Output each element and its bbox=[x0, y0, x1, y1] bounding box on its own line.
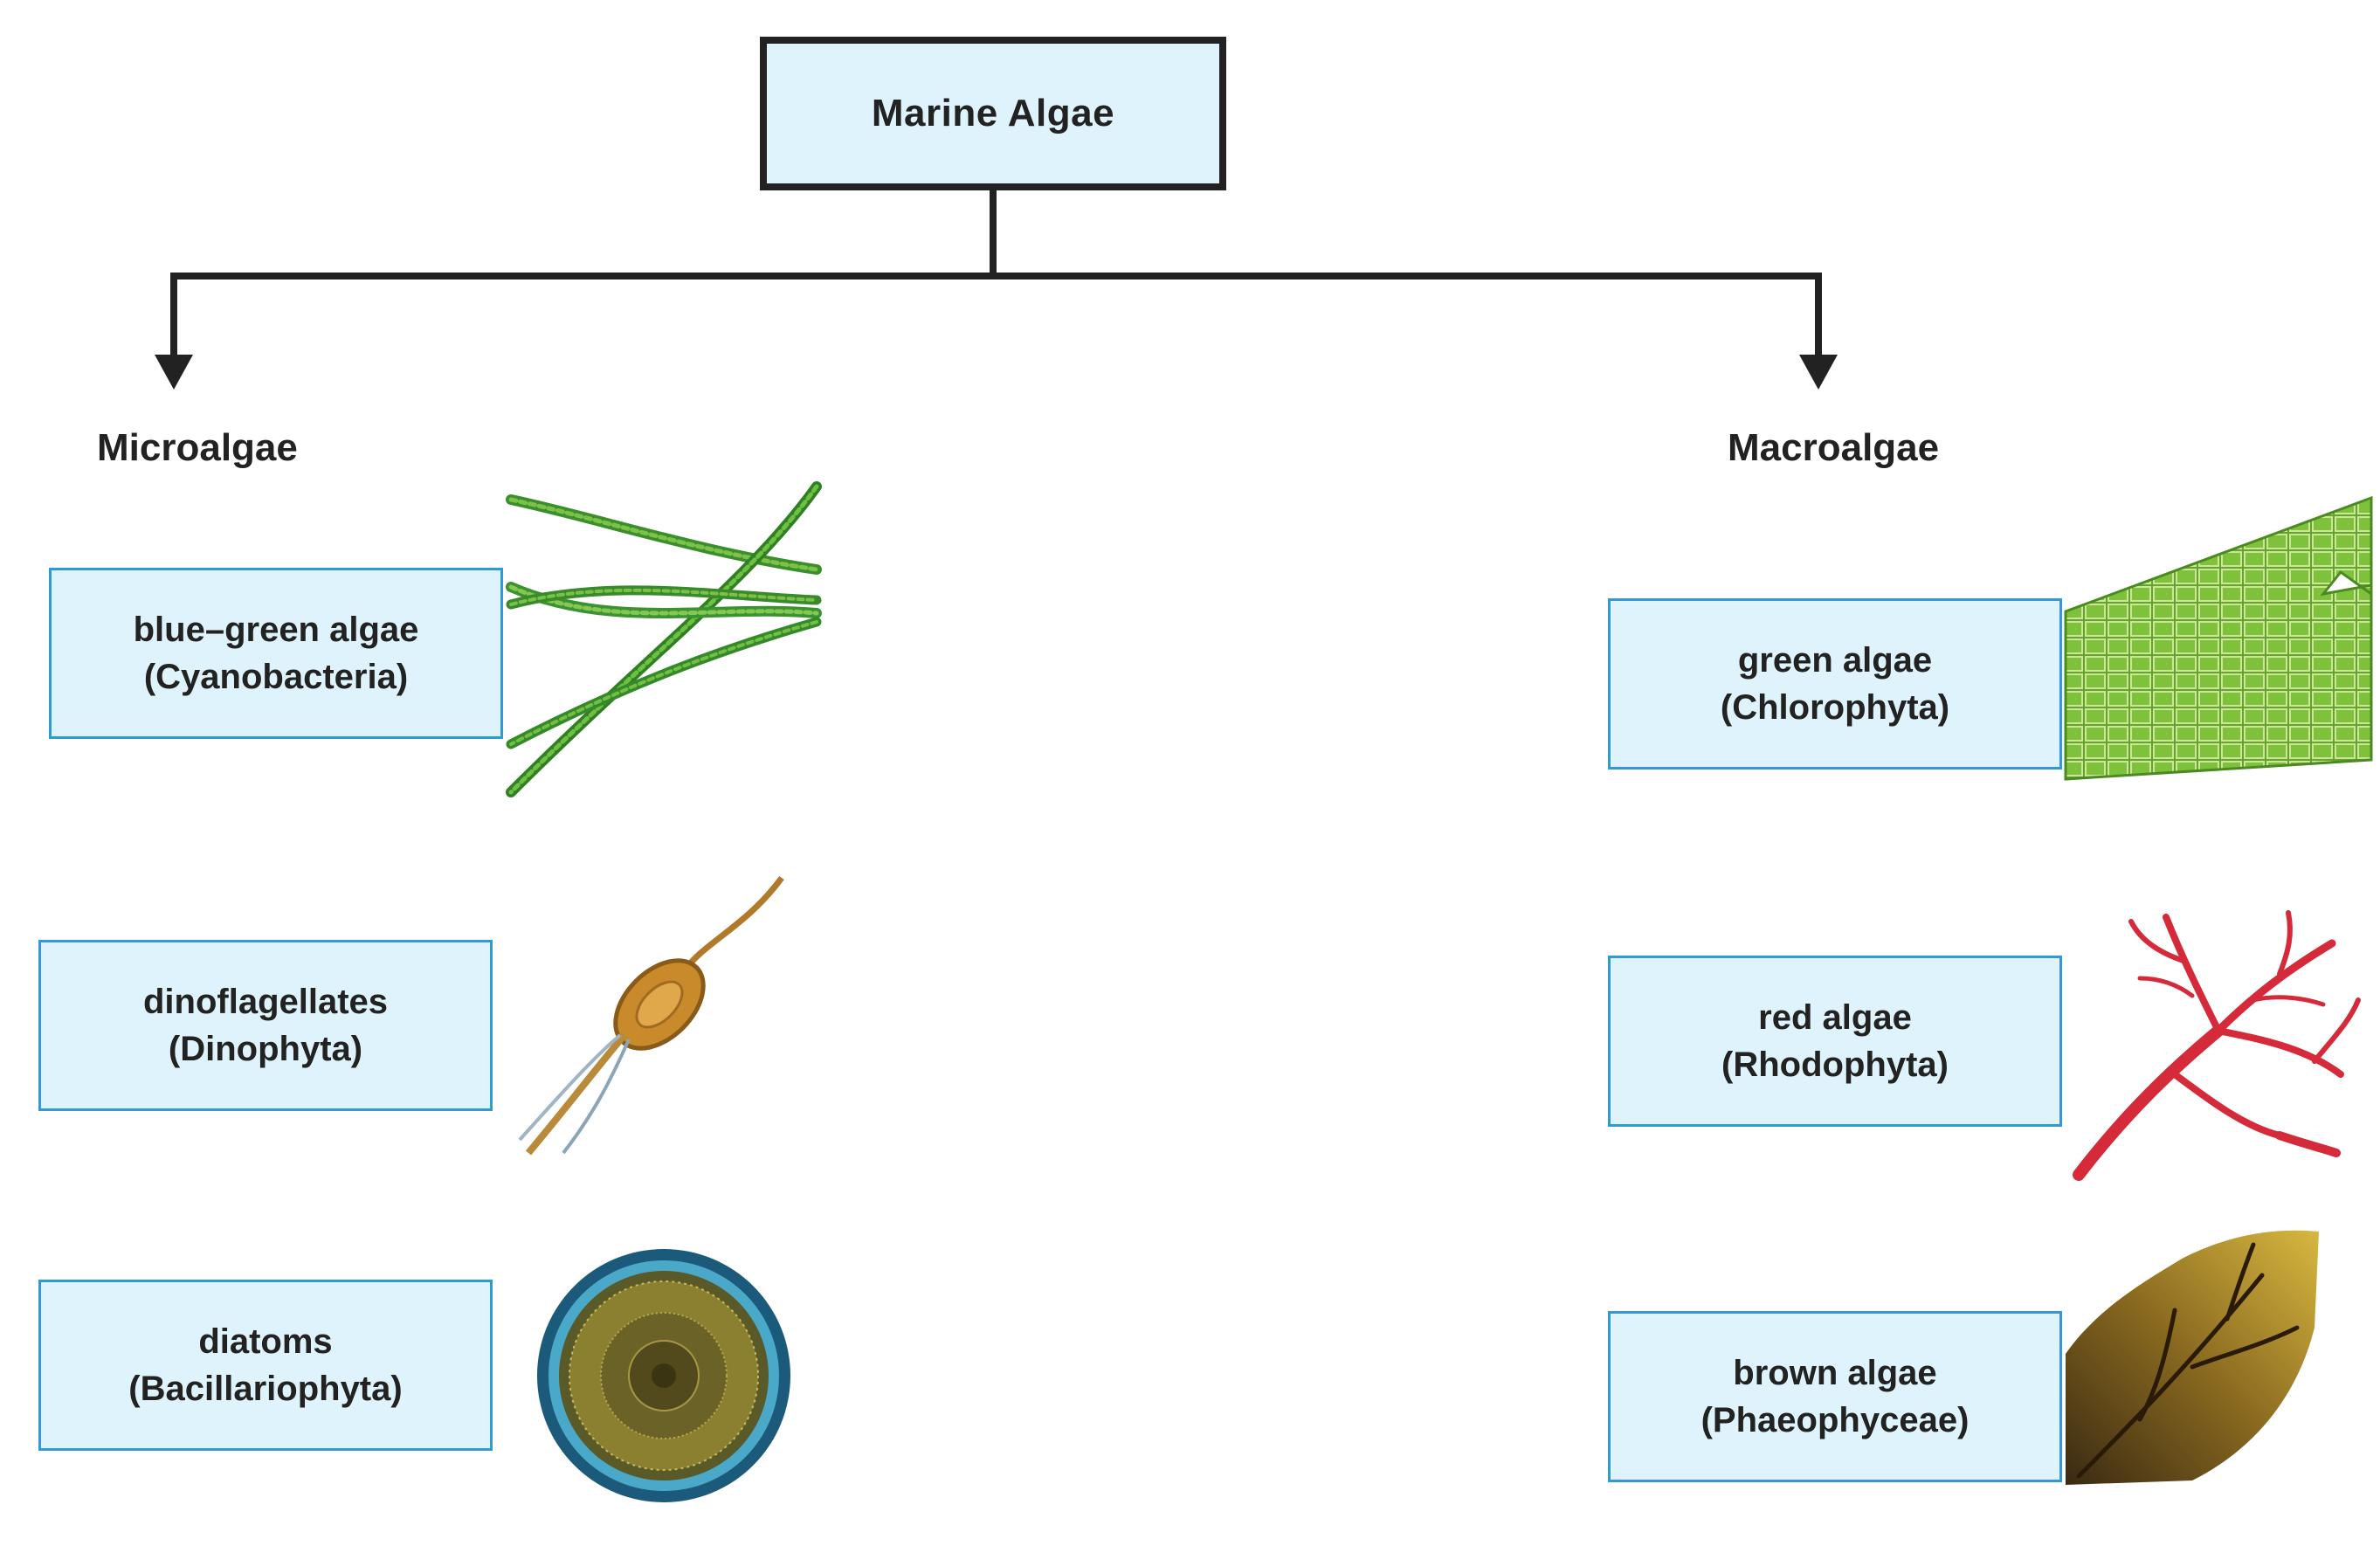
green-algae-illustration bbox=[2064, 495, 2373, 781]
item-phylum: (Rhodophyta) bbox=[1721, 1046, 1949, 1084]
item-name: green algae bbox=[1737, 641, 1933, 680]
macroalgae-item-rhodophyta: red algae (Rhodophyta) bbox=[1608, 956, 2062, 1127]
item-phylum: (Dinophyta) bbox=[168, 1030, 363, 1068]
red-algae-illustration bbox=[2073, 910, 2361, 1181]
item-phylum: (Bacillariophyta) bbox=[128, 1370, 403, 1408]
item-phylum: (Cyanobacteria) bbox=[143, 658, 409, 696]
cyanobacteria-illustration bbox=[506, 481, 822, 797]
item-name: red algae bbox=[1758, 998, 1912, 1037]
microalgae-item-cyanobacteria: blue–green algae (Cyanobacteria) bbox=[49, 568, 503, 739]
brown-algae-illustration bbox=[2066, 1230, 2319, 1485]
item-name: diatoms bbox=[198, 1322, 333, 1361]
item-name: blue–green algae bbox=[133, 611, 419, 649]
item-phylum: (Chlorophyta) bbox=[1720, 688, 1950, 727]
macro-arrow-head bbox=[1799, 355, 1838, 390]
macroalgae-item-phaeophyceae: brown algae (Phaeophyceae) bbox=[1608, 1311, 2062, 1482]
macroalgae-label: Macroalgae bbox=[1728, 426, 1940, 469]
macroalgae-item-chlorophyta: green algae (Chlorophyta) bbox=[1608, 598, 2062, 770]
micro-arrow-head bbox=[155, 355, 193, 390]
root-label: Marine Algae bbox=[871, 92, 1115, 135]
item-phylum: (Phaeophyceae) bbox=[1700, 1401, 1970, 1439]
microalgae-item-bacillariophyta: diatoms (Bacillariophyta) bbox=[38, 1280, 493, 1451]
root-node: Marine Algae bbox=[760, 37, 1226, 190]
diatom-illustration bbox=[537, 1249, 790, 1502]
microalgae-item-dinophyta: dinoflagellates (Dinophyta) bbox=[38, 940, 493, 1111]
item-name: dinoflagellates bbox=[142, 983, 389, 1021]
dinoflagellate-illustration bbox=[518, 875, 784, 1156]
item-name: brown algae bbox=[1733, 1354, 1937, 1392]
microalgae-label: Microalgae bbox=[97, 426, 298, 469]
